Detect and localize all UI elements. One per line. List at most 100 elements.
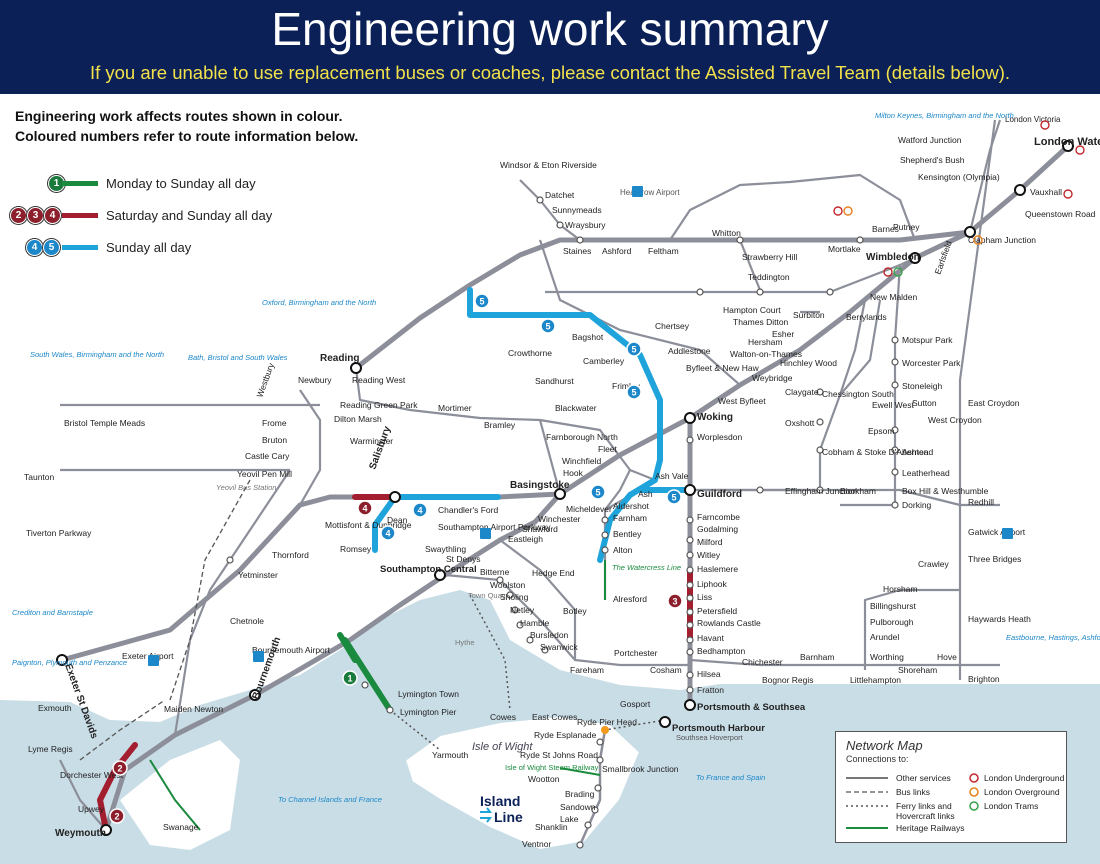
label-sandhurst: Sandhurst (535, 376, 574, 386)
legend-badge-4: 4 (44, 207, 61, 224)
label-farnham: Farnham (613, 513, 647, 523)
label-dorchester-west: Dorchester West (60, 770, 124, 780)
roundel-icons (833, 120, 1085, 277)
map-badge-route-4: 4 (412, 502, 428, 518)
intro-text: Engineering work affects routes shown in… (15, 106, 358, 146)
node-reading (350, 362, 362, 374)
label-guildford: Guildford (697, 489, 742, 500)
label-bitterne: Bitterne (480, 567, 510, 577)
route-5-ascot-guildford (467, 287, 663, 563)
map-badge-route-2: 2 (109, 808, 125, 824)
line-salisbury-exeter (59, 494, 398, 663)
line-woking-southampton (103, 491, 563, 833)
label-redhill: Redhill (968, 497, 994, 507)
label-alton: Alton (613, 545, 633, 555)
network-map-key: Network Map Connections to: Other servic… (835, 731, 1067, 843)
label-westbury: Westbury (254, 361, 276, 399)
label-earlsfield: Earlsfield (932, 239, 953, 276)
line-yeovil (173, 469, 291, 736)
label-sandown: Sandown (560, 802, 596, 812)
map-badge-route-5: 5 (666, 489, 682, 505)
key-item-label: Other services (896, 773, 951, 783)
label-mortlake: Mortlake (828, 244, 861, 254)
label-dean: Dean (387, 515, 408, 525)
label-blackwater: Blackwater (555, 403, 597, 413)
line-sutton (958, 119, 997, 430)
label-lymington-town: Lymington Town (398, 689, 459, 699)
label-cowes: Cowes (490, 712, 516, 722)
line-chessington (838, 299, 867, 396)
label-basingstoke: Basingstoke (510, 480, 570, 491)
label-haslemere: Haslemere (697, 564, 738, 574)
legend-label: Saturday and Sunday all day (106, 208, 273, 223)
label-weymouth: Weymouth (55, 828, 106, 839)
label-arundel: Arundel (870, 632, 899, 642)
label-ashtead: Ashtead (902, 447, 933, 457)
node-waterloo (1062, 140, 1074, 152)
label-warminster: Warminster (350, 436, 393, 446)
ferry-lymington-yarmouth (389, 709, 441, 751)
key-item-label: Heritage Railways (896, 823, 965, 833)
label-hersham: Hersham (748, 337, 782, 347)
trams-icon (969, 801, 979, 811)
label-ryde-st-johns: Ryde St Johns Road (520, 750, 598, 760)
svg-text:5: 5 (631, 388, 636, 398)
label-lymington-pier: Lymington Pier (400, 707, 457, 717)
affected-routes (97, 287, 693, 833)
label-swaythling: Swaythling (425, 544, 466, 554)
legend-label: Sunday all day (106, 240, 192, 255)
label-chandlers-ford: Chandler's Ford (438, 505, 498, 515)
label-kensington: Kensington (Olympia) (918, 172, 1000, 182)
label-aldershot: Aldershot (613, 501, 650, 511)
label-sutton: Sutton (912, 398, 937, 408)
label-yeovil-bus: Yeovil Bus Station (216, 483, 276, 492)
label-upwey: Upwey (78, 804, 105, 814)
intro-line-1: Engineering work affects routes shown in… (15, 108, 343, 124)
label-dorking: Dorking (902, 500, 932, 510)
map-badge-route-2: 2 (112, 760, 128, 776)
label-new-malden: New Malden (870, 292, 918, 302)
underground-icon-waterloo (1075, 145, 1085, 155)
label-yarmouth: Yarmouth (432, 750, 468, 760)
connection-notes: Milton Keynes, Birmingham and the North … (12, 111, 1100, 804)
label-east-cowes: East Cowes (532, 712, 577, 722)
label-crawley: Crawley (918, 559, 949, 569)
underground-icon-wimbledon (883, 267, 893, 277)
station-labels: London Waterloo London Victoria Vauxhall… (24, 115, 1100, 849)
svg-text:4: 4 (362, 504, 367, 514)
note-eastbourne: Eastbourne, Hastings, Ashford Internatio… (1006, 633, 1100, 642)
legend-line-swatch (62, 245, 98, 250)
node-southampton (434, 569, 446, 581)
label-ryde-pier-head: Ryde Pier Head (577, 717, 637, 727)
page-title: Engineering work summary (271, 3, 829, 55)
label-chichester: Chichester (742, 657, 783, 667)
label-chertsey: Chertsey (655, 321, 690, 331)
line-chertsey (538, 239, 741, 386)
label-addlestone: Addlestone (668, 346, 711, 356)
label-cosham: Cosham (650, 665, 682, 675)
map-badge-route-5: 5 (474, 293, 490, 309)
label-mortimer: Mortimer (438, 403, 472, 413)
label-surbiton: Surbiton (793, 310, 825, 320)
label-chessington-south: Chessington South (822, 389, 894, 399)
label-pulborough: Pulborough (870, 617, 914, 627)
node-portsmouth-harbour (659, 716, 671, 728)
label-yeovil-pen-mill: Yeovil Pen Mill (237, 469, 292, 479)
svg-text:5: 5 (631, 345, 636, 355)
label-three-bridges: Three Bridges (968, 554, 1021, 564)
svg-text:3: 3 (672, 597, 677, 607)
line-weymouth (59, 759, 107, 831)
label-isle-of-wight: Isle of Wight (472, 741, 533, 753)
line-reading-wimbledon (353, 229, 973, 371)
label-smallbrook: Smallbrook Junction (602, 764, 679, 774)
label-littlehampton: Littlehampton (850, 675, 901, 685)
line-botley (499, 539, 577, 660)
label-weybridge: Weybridge (752, 373, 793, 383)
island-line-arrow-icon (480, 807, 492, 823)
label-clapham: Clapham Junction (968, 235, 1036, 245)
label-shepherds-bush: Shepherd's Bush (900, 155, 965, 165)
label-shoreham: Shoreham (898, 665, 937, 675)
intro-line-2: Coloured numbers refer to route informat… (15, 128, 359, 144)
node-bournemouth (249, 689, 261, 701)
legend-badge-4: 4 (26, 239, 43, 256)
